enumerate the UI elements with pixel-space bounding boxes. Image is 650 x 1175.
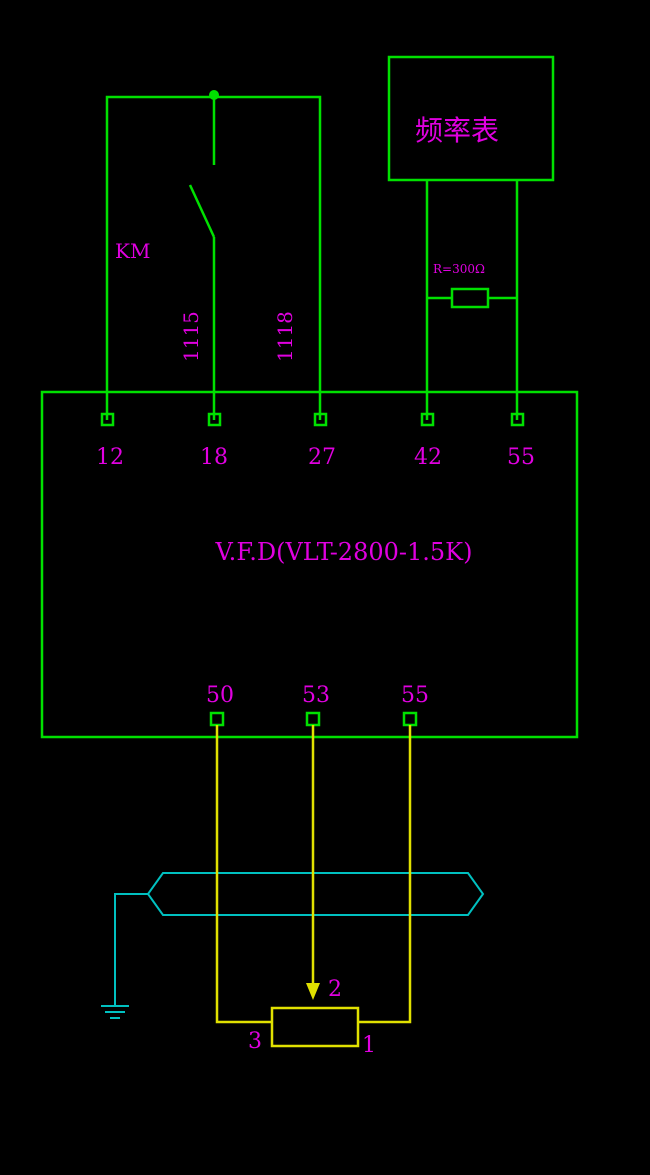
top-terminal-labels: 12 18 27 42 55 <box>96 445 535 470</box>
terminal-label: 50 <box>206 683 234 708</box>
vfd-title: V.F.D(VLT-2800-1.5K) <box>215 538 473 566</box>
wire-55-bottom <box>358 725 412 1024</box>
shield <box>101 872 485 1019</box>
km-label: KM <box>115 239 150 263</box>
terminal-label: 27 <box>308 445 336 470</box>
junction-dot <box>209 90 219 100</box>
bottom-terminal-labels: 50 53 55 <box>206 683 429 708</box>
top-terminals <box>100 412 525 427</box>
terminal-label: 55 <box>401 683 429 708</box>
terminal-label: 18 <box>200 445 228 470</box>
resistor-label: R=300Ω <box>433 262 485 276</box>
km-switch-blade <box>188 184 216 238</box>
pot-pin-2: 2 <box>328 977 342 1002</box>
terminal-label: 55 <box>507 445 535 470</box>
yellow-wiring <box>215 725 412 1048</box>
wire-50 <box>215 725 272 1024</box>
ground-wire <box>114 893 148 1005</box>
pot-pin-1: 1 <box>362 1033 376 1058</box>
cable-shield <box>146 872 485 916</box>
potentiometer <box>270 1006 360 1048</box>
vfd-box <box>40 390 579 739</box>
frequency-meter-box <box>387 55 555 182</box>
meter-label: 频率表 <box>415 114 499 147</box>
wiper-arrow-icon <box>306 983 320 1000</box>
wire-label-1118: 1118 <box>273 311 297 362</box>
terminal-label: 12 <box>96 445 124 470</box>
terminal-label: 42 <box>414 445 442 470</box>
pot-pin-3: 3 <box>248 1029 262 1054</box>
terminal-label: 53 <box>302 683 330 708</box>
wire-label-1115: 1115 <box>179 311 203 362</box>
resistor <box>450 287 490 309</box>
